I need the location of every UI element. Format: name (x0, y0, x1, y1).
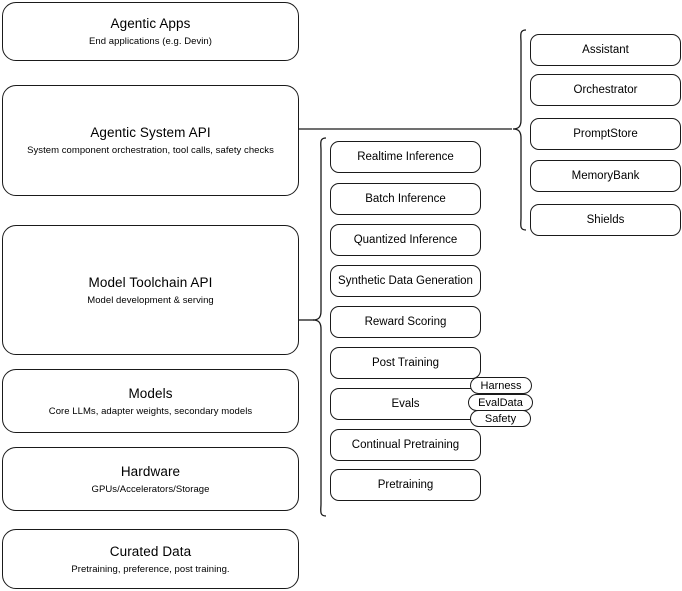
eval-capsule-evaldata[interactable]: EvalData (468, 394, 533, 411)
eval-capsule-label: EvalData (478, 396, 523, 409)
system-item-orchestrator[interactable]: Orchestrator (530, 74, 681, 106)
layer-title: Agentic System API (90, 125, 211, 140)
toolchain-item-label: Reward Scoring (364, 316, 447, 328)
toolchain-item-reward-scoring[interactable]: Reward Scoring (330, 306, 481, 338)
system-item-label: PromptStore (573, 128, 638, 140)
layer-subtitle: Core LLMs, adapter weights, secondary mo… (48, 405, 253, 417)
toolchain-item-batch-inference[interactable]: Batch Inference (330, 183, 481, 215)
layer-subtitle: GPUs/Accelerators/Storage (91, 483, 210, 495)
layer-model-toolchain-api[interactable]: Model Toolchain API Model development & … (2, 225, 299, 355)
system-item-label: MemoryBank (571, 170, 640, 182)
toolchain-item-post-training[interactable]: Post Training (330, 347, 481, 379)
toolchain-item-label: Evals (391, 398, 420, 410)
toolchain-item-evals[interactable]: Evals (330, 388, 481, 420)
toolchain-item-label: Batch Inference (365, 193, 446, 205)
toolchain-item-label: Synthetic Data Generation (338, 275, 473, 287)
layer-subtitle: Pretraining, preference, post training. (71, 563, 230, 575)
system-item-shields[interactable]: Shields (530, 204, 681, 236)
layer-agentic-system-api[interactable]: Agentic System API System component orch… (2, 85, 299, 196)
layer-models[interactable]: Models Core LLMs, adapter weights, secon… (2, 369, 299, 433)
toolchain-item-label: Post Training (371, 357, 440, 369)
system-item-promptstore[interactable]: PromptStore (530, 118, 681, 150)
system-item-label: Orchestrator (573, 84, 638, 96)
toolchain-item-label: Continual Pretraining (351, 439, 460, 451)
toolchain-item-label: Realtime Inference (357, 151, 454, 163)
toolchain-item-label: Quantized Inference (353, 234, 458, 246)
layer-title: Model Toolchain API (88, 274, 213, 290)
toolchain-item-label: Pretraining (377, 479, 434, 491)
layer-subtitle: End applications (e.g. Devin) (89, 36, 212, 47)
eval-capsule-safety[interactable]: Safety (470, 410, 531, 427)
layer-title: Models (128, 385, 173, 401)
layer-hardware[interactable]: Hardware GPUs/Accelerators/Storage (2, 447, 299, 511)
layer-title: Curated Data (109, 543, 192, 559)
toolchain-item-continual-pretraining[interactable]: Continual Pretraining (330, 429, 481, 461)
layer-curated-data[interactable]: Curated Data Pretraining, preference, po… (2, 529, 299, 589)
eval-capsule-label: Safety (484, 412, 517, 425)
toolchain-item-quantized-inference[interactable]: Quantized Inference (330, 224, 481, 256)
system-item-assistant[interactable]: Assistant (530, 34, 681, 66)
layer-title: Agentic Apps (110, 16, 191, 31)
layer-subtitle: Model development & serving (87, 294, 214, 306)
brace-system-components (512, 29, 527, 231)
brace-toolchain-components (312, 137, 327, 517)
layer-title: Hardware (120, 463, 181, 479)
eval-capsule-harness[interactable]: Harness (470, 377, 532, 394)
eval-capsule-label: Harness (480, 379, 522, 392)
toolchain-item-synthetic-data-generation[interactable]: Synthetic Data Generation (330, 265, 481, 297)
system-item-memorybank[interactable]: MemoryBank (530, 160, 681, 192)
layer-agentic-apps[interactable]: Agentic Apps End applications (e.g. Devi… (2, 2, 299, 61)
toolchain-item-realtime-inference[interactable]: Realtime Inference (330, 141, 481, 173)
system-item-label: Shields (586, 214, 625, 226)
toolchain-item-pretraining[interactable]: Pretraining (330, 469, 481, 501)
system-item-label: Assistant (582, 44, 629, 56)
layer-subtitle: System component orchestration, tool cal… (27, 145, 274, 156)
